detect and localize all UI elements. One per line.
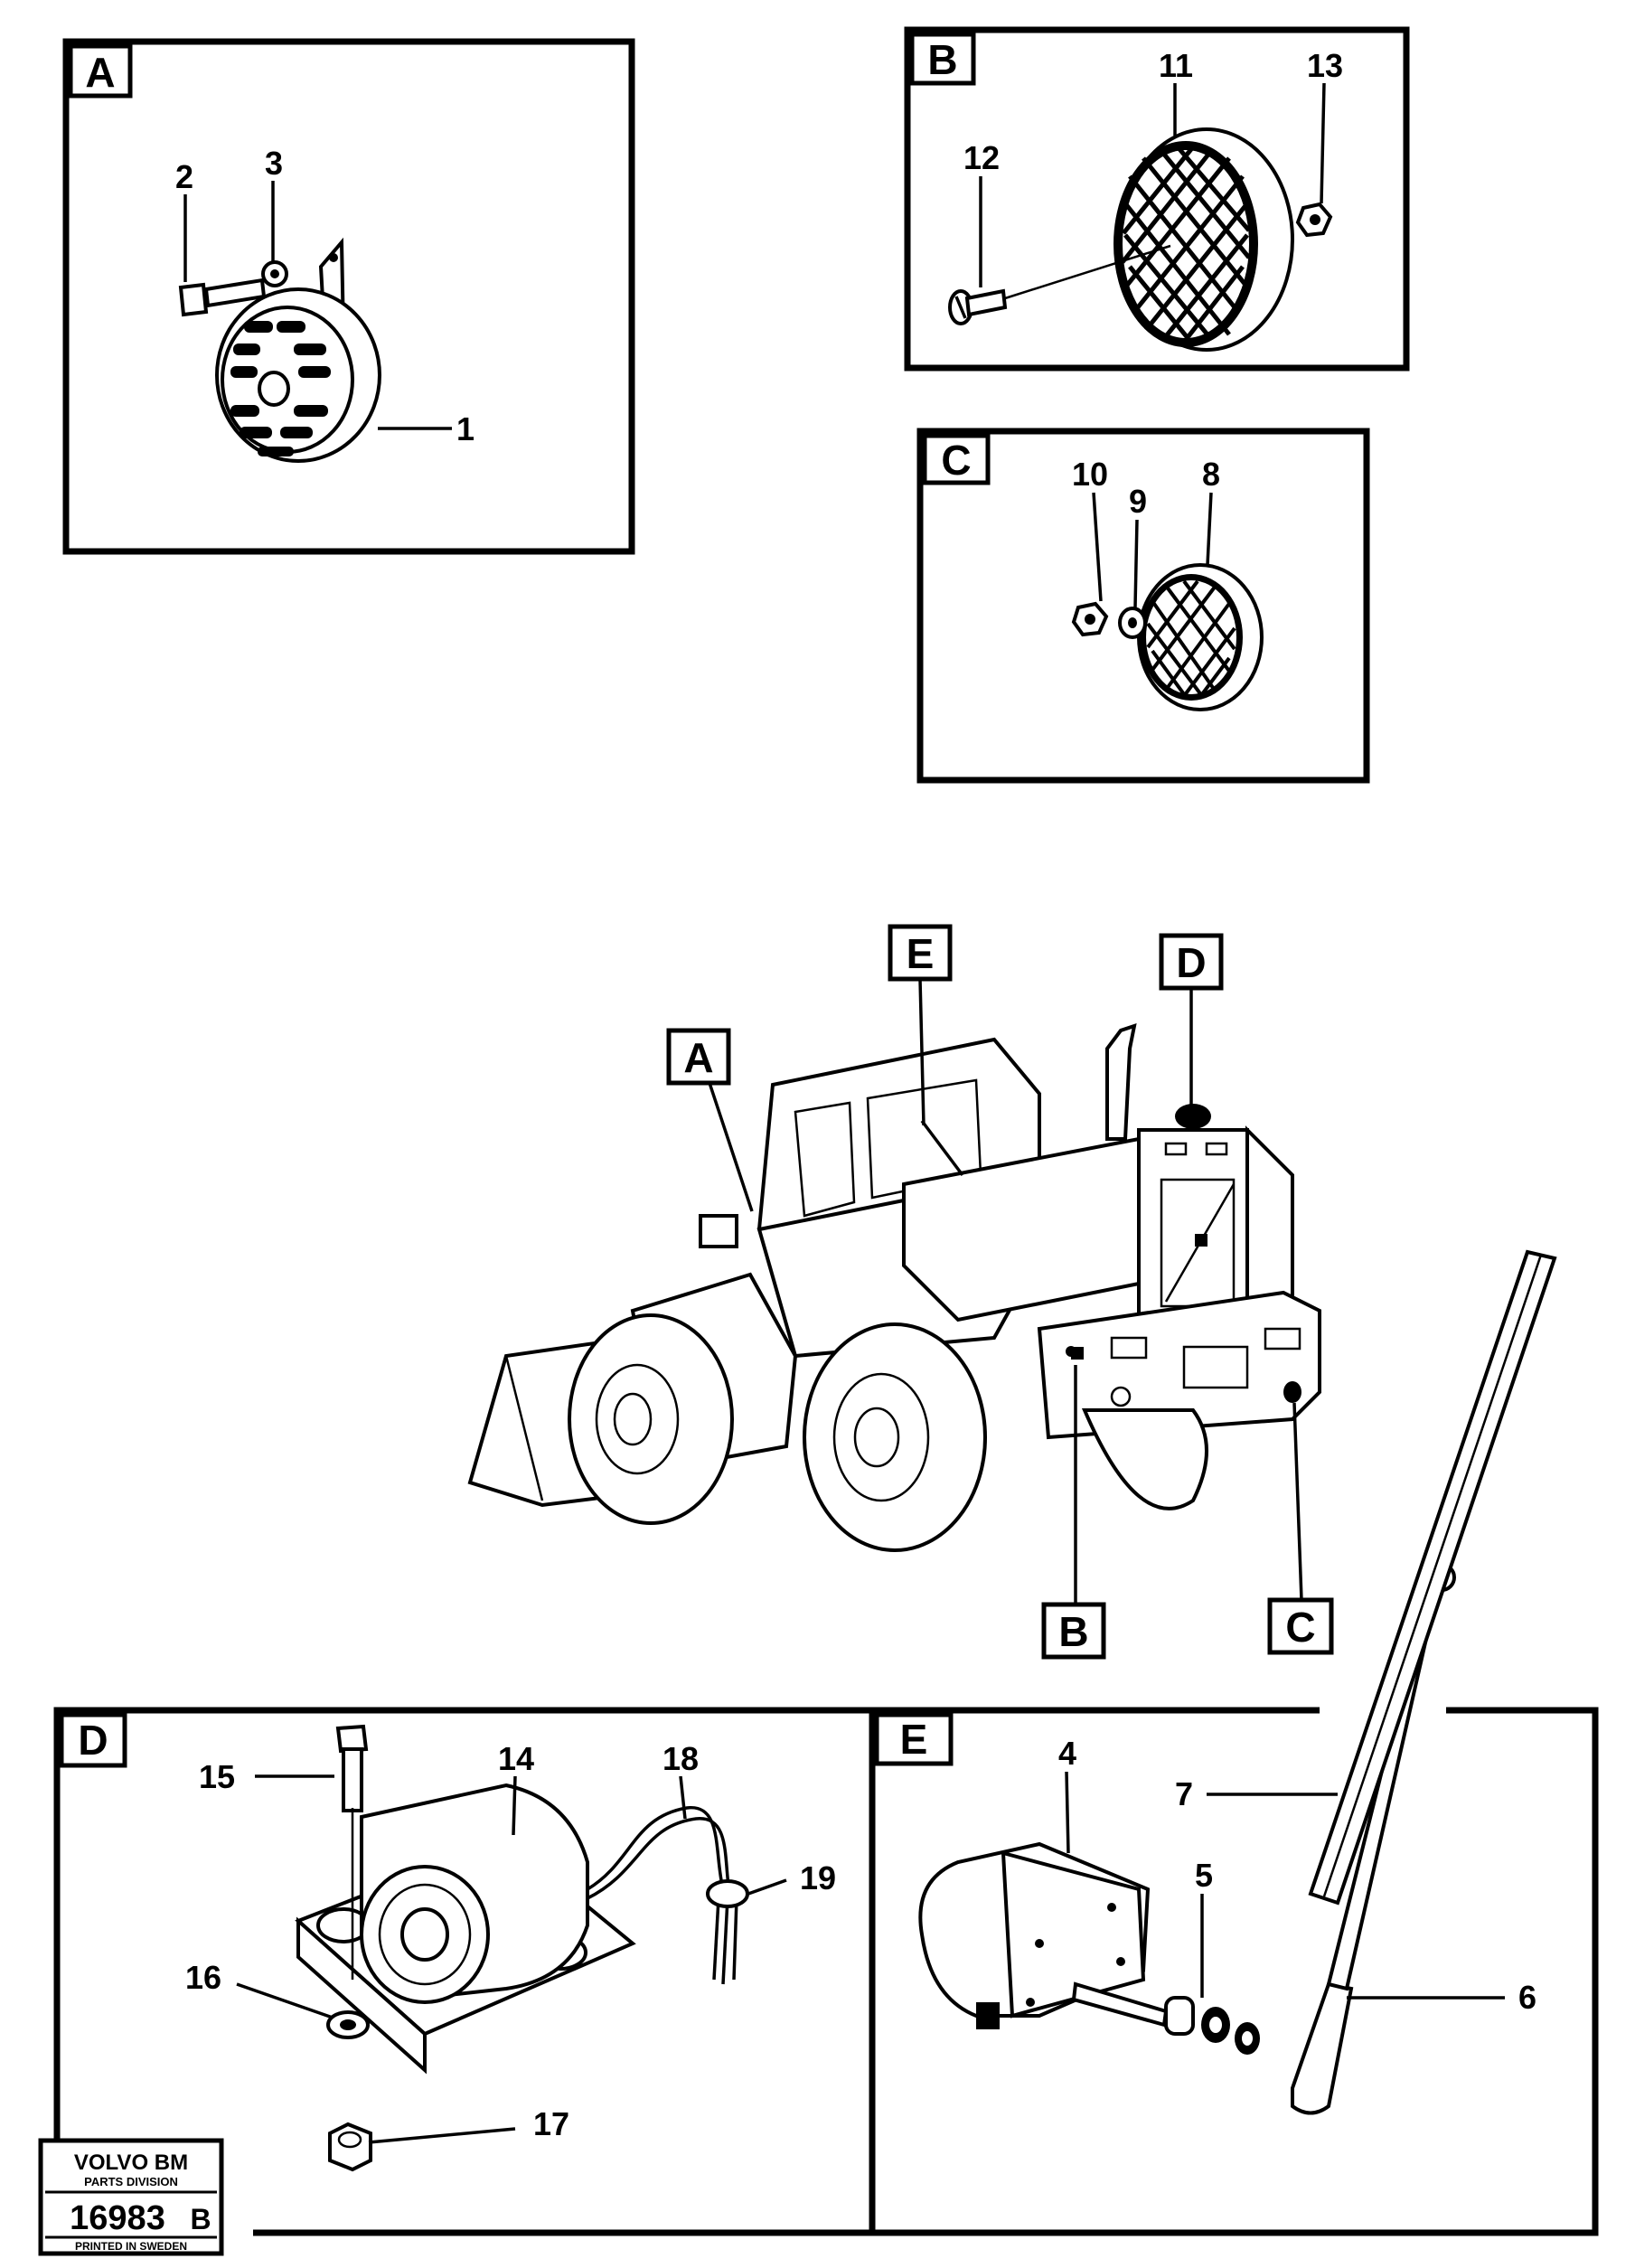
backup-alarm-icon — [295, 1783, 636, 2075]
stamp-printed: PRINTED IN SWEDEN — [75, 2240, 187, 2253]
panel-c-letter: C — [941, 437, 971, 484]
parts-stamp: VOLVO BM PARTS DIVISION 16983 B PRINTED … — [38, 2138, 224, 2256]
bolt-icon — [178, 278, 267, 317]
spacer-icon — [1164, 1996, 1260, 2055]
front-wheel — [568, 1313, 734, 1525]
machine-label-c: C — [1285, 1604, 1315, 1651]
callout-17: 17 — [533, 2105, 569, 2142]
panel-b-letter: B — [927, 36, 957, 83]
machine-tag-e — [888, 924, 953, 982]
horn-icon — [215, 237, 381, 463]
callout-4: 4 — [1058, 1735, 1076, 1772]
panel-d-letter: D — [78, 1717, 108, 1764]
machine-label-b: B — [1058, 1608, 1088, 1655]
stamp-brand: VOLVO BM — [74, 2150, 188, 2175]
panel-e-letter: E — [900, 1716, 928, 1763]
callout-1: 1 — [456, 410, 475, 447]
washer-icon — [261, 260, 288, 287]
nut-icon — [328, 2122, 372, 2172]
callout-7: 7 — [1175, 1775, 1193, 1812]
machine-label-a: A — [683, 1034, 713, 1081]
callout-5: 5 — [1195, 1857, 1213, 1894]
callout-14: 14 — [498, 1740, 534, 1777]
machine-tag-b — [1041, 1602, 1106, 1660]
panel-a: A — [62, 38, 635, 555]
callout-3: 3 — [265, 145, 283, 182]
callout-8: 8 — [1202, 456, 1220, 493]
callout-18: 18 — [662, 1740, 699, 1777]
callout-13: 13 — [1307, 47, 1343, 84]
nut-icon — [1295, 202, 1333, 238]
callout-12: 12 — [963, 139, 1000, 176]
callout-2: 2 — [175, 158, 193, 195]
small-reflector-icon — [1137, 563, 1264, 711]
bolt-icon — [335, 1724, 369, 1980]
washer-icon — [1118, 607, 1147, 639]
panel-e-tag — [874, 1712, 954, 1766]
panel-b-tag — [909, 32, 976, 86]
callout-9: 9 — [1129, 483, 1147, 520]
reflector-icon — [1113, 127, 1294, 352]
callout-6: 6 — [1518, 1979, 1536, 2016]
panel-d-tag — [59, 1712, 127, 1768]
panel-d: D — [53, 1707, 876, 2236]
mid-wheel — [803, 1322, 987, 1552]
panel-b: B — [904, 26, 1410, 372]
rear-wheel — [1081, 1408, 1208, 1510]
wheel-loader-illustration: A E D B C — [467, 924, 1334, 1660]
panel-e: E 4 — [872, 1249, 1599, 2236]
panel-a-letter: A — [85, 49, 115, 96]
panel-a-tag — [68, 43, 133, 99]
callout-11: 11 — [1159, 47, 1193, 84]
callout-10: 10 — [1072, 456, 1108, 493]
callout-15: 15 — [199, 1758, 235, 1795]
callout-16: 16 — [185, 1959, 221, 1996]
wiper-blade-icon — [1308, 1249, 1557, 1906]
machine-label-d: D — [1176, 939, 1206, 986]
nut-icon — [1071, 601, 1109, 637]
screw-icon — [948, 244, 1171, 325]
machine-tag-a — [666, 1028, 731, 1086]
stamp-suffix: B — [190, 2203, 211, 2235]
washer-icon — [326, 2010, 370, 2039]
wiper-motor-icon — [918, 1841, 1169, 2029]
panel-c: C — [916, 428, 1370, 784]
stamp-division: PARTS DIVISION — [84, 2175, 178, 2188]
panel-c-tag — [922, 433, 991, 485]
machine-label-e: E — [907, 930, 935, 977]
callout-19: 19 — [800, 1859, 836, 1896]
stamp-number: 16983 — [70, 2199, 165, 2237]
cable-icon — [587, 1806, 749, 1985]
